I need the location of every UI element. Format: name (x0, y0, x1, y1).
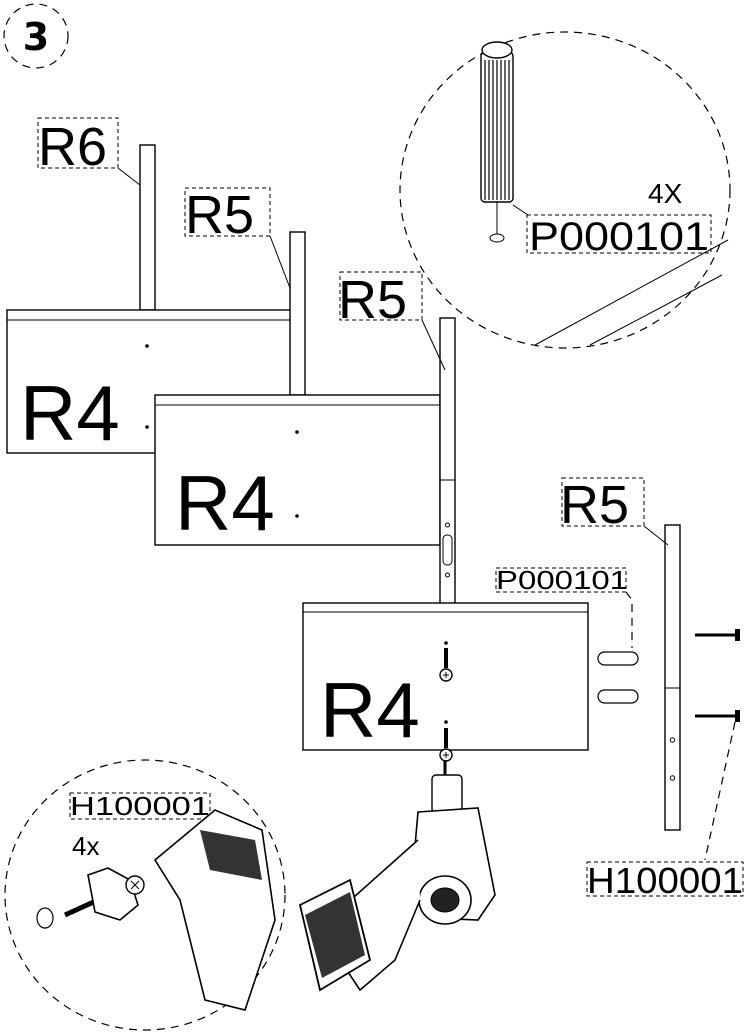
r5-mid-label-box (184, 187, 271, 237)
r5-side-leader (643, 525, 669, 546)
step-badge: 3 (3, 3, 69, 69)
r6-panel (139, 144, 156, 311)
r6-label: R6 (38, 117, 107, 177)
dowel-callout-code: P000101 (529, 215, 709, 259)
dowel-callout-qty: 4X (648, 178, 683, 209)
r5-mid-label: R5 (185, 185, 254, 245)
screw-detail: H100001 4x (4, 759, 286, 1031)
side-panel-group: R5 H100001 (560, 475, 744, 901)
r5-front-label: R5 (338, 270, 407, 330)
dowel-callout-box (526, 214, 712, 254)
r6-label-box (37, 117, 119, 169)
r5-side-label-box (561, 477, 645, 527)
detail-panel-edge (534, 239, 729, 346)
dowel-leader-line (625, 591, 633, 648)
r4-mid-label: R4 (175, 459, 275, 547)
r5-side-panel (664, 524, 681, 831)
dowel-detail-circle (399, 31, 731, 349)
screw-label: H100001 (587, 860, 743, 901)
step-number: 3 (23, 15, 49, 59)
dowel-icon (597, 651, 639, 666)
hole-icon (36, 907, 54, 929)
dowel-leader (512, 204, 529, 216)
screw-icon (695, 710, 740, 722)
screw-icon (695, 629, 740, 641)
dowel-detail: 4X P000101 (399, 31, 731, 349)
step-badge-circle (3, 3, 69, 69)
anchor-screw-icon (63, 867, 145, 921)
r6-leader (117, 167, 141, 186)
drill-icon (298, 760, 496, 992)
middle-panel-group: R5 R4 (154, 185, 441, 547)
r5-mid-panel (289, 231, 306, 396)
r5-front-leader (421, 319, 446, 371)
screw-leader-line (704, 721, 736, 861)
dowel-icon (480, 41, 514, 243)
r5-front-label-box (339, 271, 423, 321)
r5-side-label: R5 (560, 475, 629, 535)
screw-callout-qty: 4x (72, 831, 99, 861)
screw-icon (439, 728, 453, 762)
r4-front-label: R4 (320, 666, 420, 754)
screw-detail-circle (4, 759, 286, 1031)
dowel-label: P000101 (496, 565, 628, 595)
screw-icon (439, 648, 453, 682)
front-panel-group: R5 R4 P000101 (302, 270, 639, 762)
r4-mid-panel (154, 394, 441, 546)
screw-label-box (586, 861, 744, 897)
detail-panel-edge-2 (589, 274, 723, 346)
screw-callout-box (69, 792, 211, 820)
r5-mid-leader (269, 235, 291, 289)
screw-callout-code: H100001 (70, 791, 210, 821)
dowel-icon (597, 689, 639, 704)
dowel-label-box (495, 567, 627, 593)
r4-back-label: R4 (20, 369, 120, 457)
